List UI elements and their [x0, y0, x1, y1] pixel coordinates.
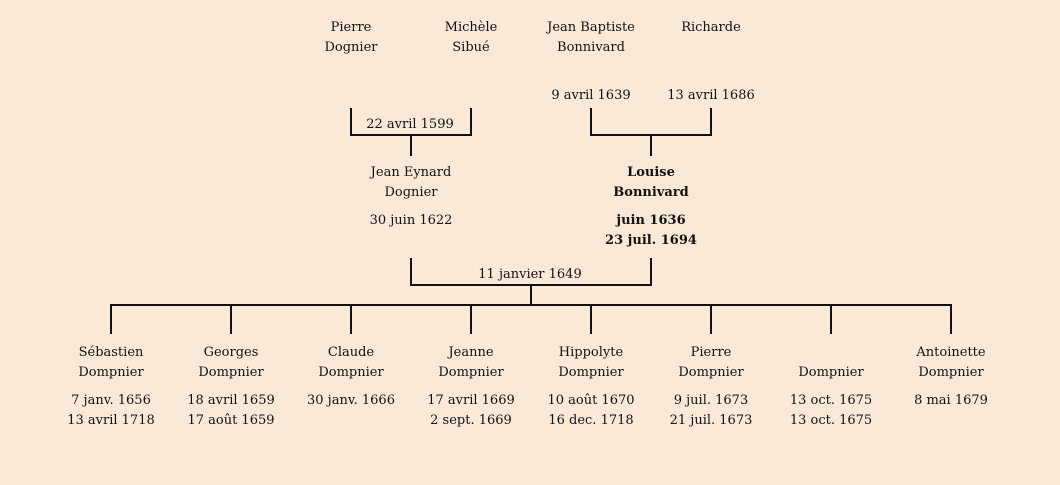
person-death: 17 août 1659 — [187, 413, 275, 428]
child-claude: Claude Dompnier 30 janv. 1666 — [286, 343, 416, 411]
person-last-name: Dompnier — [318, 365, 384, 380]
person-birth: 8 mai 1679 — [914, 393, 988, 408]
person-last-name: Dompnier — [678, 365, 744, 380]
child-antoinette: Antoinette Dompnier 8 mai 1679 — [886, 343, 1016, 411]
person-last-name: Dognier — [324, 40, 378, 55]
person-birth: 30 juin 1622 — [369, 213, 453, 228]
connector-line — [830, 304, 832, 334]
person-first-name: Jean Baptiste — [547, 20, 635, 35]
grandparent-pierre-dognier: Pierre Dognier — [286, 18, 416, 58]
person-last-name: Dompnier — [798, 365, 864, 380]
connector-line — [710, 304, 712, 334]
person-last-name — [646, 38, 776, 58]
person-first-name: Michèle — [444, 20, 498, 35]
connector-line — [530, 284, 532, 304]
person-last-name: Dompnier — [558, 365, 624, 380]
children-bar — [110, 304, 952, 306]
connector-line — [650, 134, 652, 156]
person-first-name: Jean Eynard — [370, 165, 452, 180]
connector-line — [590, 108, 592, 136]
person-birth: 10 août 1670 — [547, 393, 635, 408]
connector-line — [350, 304, 352, 334]
person-last-name: Dompnier — [78, 365, 144, 380]
connector-line — [230, 304, 232, 334]
person-birth: juin 1636 — [616, 213, 686, 228]
grandparent-richarde: Richarde 13 avril 1686 — [646, 18, 776, 106]
person-first-name: Hippolyte — [558, 345, 624, 360]
connector-line — [410, 258, 412, 286]
person-death: 13 oct. 1675 — [789, 413, 873, 428]
person-first-name: Louise — [627, 165, 675, 180]
connector-line — [110, 304, 112, 334]
child-hippolyte: Hippolyte Dompnier 10 août 1670 16 dec. … — [526, 343, 656, 431]
parent-jean-eynard-dognier: Jean Eynard Dognier 30 juin 1622 — [346, 163, 476, 231]
person-last-name: Dognier — [384, 185, 438, 200]
person-first-name: Sébastien — [78, 345, 144, 360]
person-last-name: Dompnier — [438, 365, 504, 380]
person-last-name: Bonnivard — [557, 40, 625, 55]
marriage-date-parents: 11 janvier 1649 — [478, 267, 582, 282]
connector-line — [470, 304, 472, 334]
person-death: 16 dec. 1718 — [548, 413, 634, 428]
person-birth: 13 avril 1686 — [667, 88, 755, 103]
person-last-name: Dompnier — [198, 365, 264, 380]
person-death: 13 avril 1718 — [67, 413, 155, 428]
person-first-name: Antoinette — [916, 345, 986, 360]
person-birth: 17 avril 1669 — [427, 393, 515, 408]
person-last-name: Dompnier — [918, 365, 984, 380]
connector-line — [410, 134, 412, 156]
marriage-date-dognier: 22 avril 1599 — [366, 117, 454, 132]
child-unnamed: Dompnier 13 oct. 1675 13 oct. 1675 — [766, 343, 896, 431]
child-georges: Georges Dompnier 18 avril 1659 17 août 1… — [166, 343, 296, 431]
person-first-name: Claude — [327, 345, 375, 360]
connector-line — [350, 108, 352, 136]
person-first-name: Georges — [203, 345, 259, 360]
person-death: 2 sept. 1669 — [430, 413, 512, 428]
person-birth: 9 avril 1639 — [551, 88, 631, 103]
connector-line — [470, 108, 472, 136]
person-first-name — [766, 343, 896, 363]
person-last-name: Sibué — [452, 40, 490, 55]
child-jeanne: Jeanne Dompnier 17 avril 1669 2 sept. 16… — [406, 343, 536, 431]
child-sebastien: Sébastien Dompnier 7 janv. 1656 13 avril… — [46, 343, 176, 431]
connector-line — [650, 258, 652, 286]
person-first-name: Jeanne — [448, 345, 494, 360]
connector-line — [590, 304, 592, 334]
person-birth: 9 juil. 1673 — [673, 393, 749, 408]
child-pierre: Pierre Dompnier 9 juil. 1673 21 juil. 16… — [646, 343, 776, 431]
grandparent-jean-baptiste-bonnivard: Jean Baptiste Bonnivard 9 avril 1639 — [526, 18, 656, 106]
grandparent-michele-sibue: Michèle Sibué — [406, 18, 536, 58]
person-birth: 7 janv. 1656 — [71, 393, 151, 408]
person-death: 21 juil. 1673 — [669, 413, 753, 428]
person-death: 23 juil. 1694 — [605, 233, 697, 248]
parent-louise-bonnivard: Louise Bonnivard juin 1636 23 juil. 1694 — [586, 163, 716, 251]
person-first-name: Pierre — [690, 345, 732, 360]
connector-line — [710, 108, 712, 136]
person-birth: 30 janv. 1666 — [307, 393, 395, 408]
connector-line — [950, 304, 952, 334]
person-birth: 18 avril 1659 — [187, 393, 275, 408]
person-last-name: Bonnivard — [613, 185, 689, 200]
person-birth: 13 oct. 1675 — [789, 393, 873, 408]
person-first-name: Richarde — [681, 20, 741, 35]
person-first-name: Pierre — [330, 20, 372, 35]
